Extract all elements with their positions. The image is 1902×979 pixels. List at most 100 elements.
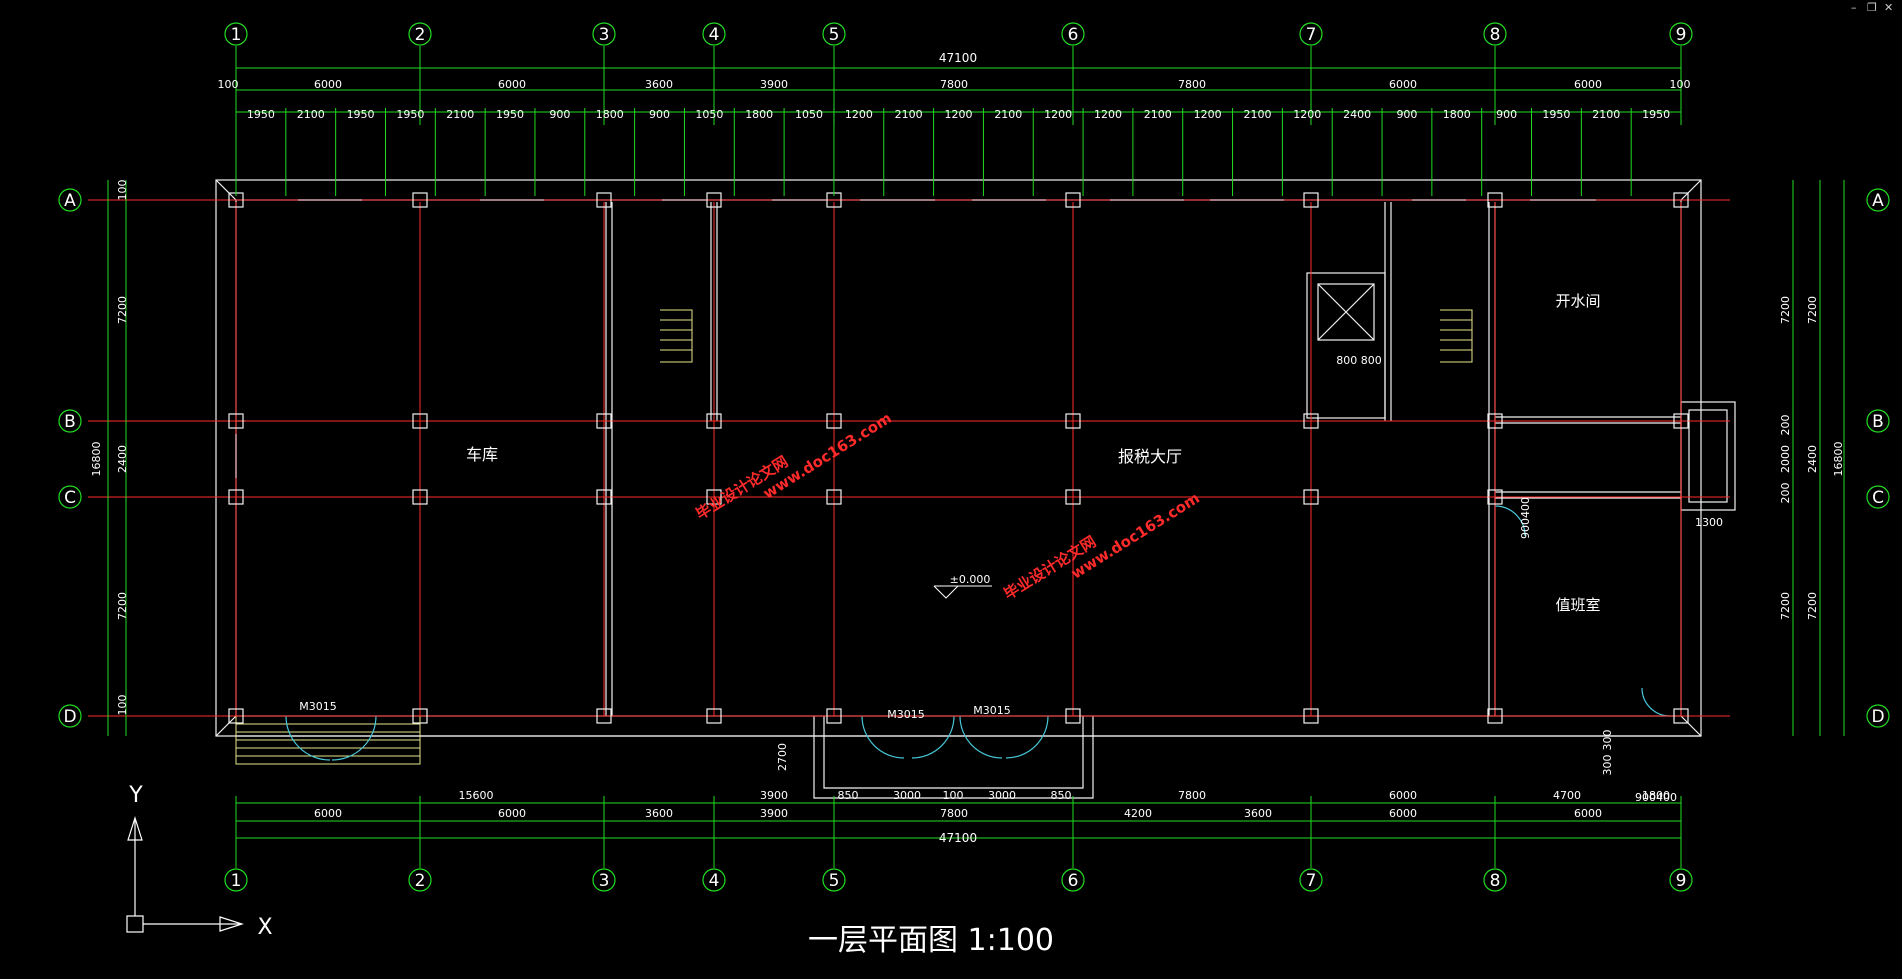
column-3B	[596, 413, 612, 429]
dim-text-15: 2100	[994, 108, 1022, 121]
grid-bubble-left-D: D	[58, 704, 82, 728]
column-4C	[706, 489, 722, 505]
column-5D	[826, 708, 842, 724]
svg-text:C: C	[64, 488, 76, 508]
dim-text-20: 2100	[1243, 108, 1271, 121]
svg-text:5: 5	[829, 25, 840, 45]
dim-text-4: 3900	[760, 78, 788, 91]
grid-bubble-bottom-3: 3	[592, 868, 616, 892]
dim-text-right-outer-2: 7200	[1806, 592, 1819, 620]
grid-bubble-bottom-5: 5	[822, 868, 846, 892]
room-label-duty-room: 值班室	[1555, 596, 1600, 614]
exterior-walls	[215, 179, 1736, 799]
grid-bubble-top-3: 3	[592, 22, 616, 46]
axis-label-y: Y	[128, 783, 143, 808]
grid-bubble-right-D: D	[1866, 704, 1890, 728]
svg-text:5: 5	[829, 871, 840, 891]
svg-text:6: 6	[1068, 25, 1079, 45]
door-label-main-left: M3015	[887, 708, 925, 721]
dim-text-right-inner-3: 200	[1779, 483, 1792, 504]
column-2B	[412, 413, 428, 429]
column-4B	[706, 413, 722, 429]
restore-button[interactable]: ❐	[1867, 1, 1877, 14]
dim-text-10: 1800	[745, 108, 773, 121]
grid-axis-lines	[88, 199, 1730, 717]
dim-text-entrance-depth: 2700	[776, 743, 789, 771]
dim-text-1: 6000	[498, 807, 526, 820]
svg-text:2: 2	[415, 25, 426, 45]
column-1D	[228, 708, 244, 724]
svg-text:B: B	[64, 412, 76, 432]
column-3A	[596, 192, 612, 208]
dim-text-9: 4700	[1553, 789, 1581, 802]
column-6C	[1065, 489, 1081, 505]
grid-bubble-top-5: 5	[822, 22, 846, 46]
dim-text-6: 900	[549, 108, 570, 121]
dim-text-21: 1200	[1293, 108, 1321, 121]
dim-text-right-inner-1: 200	[1779, 415, 1792, 436]
watermark-2: 毕业设计论文网 www.doc163.com	[1001, 489, 1203, 604]
grid-bubble-top-4: 4	[702, 22, 726, 46]
room-label-garage: 车库	[466, 445, 498, 464]
svg-text:2: 2	[415, 871, 426, 891]
dim-text-3: 3900	[760, 807, 788, 820]
dim-text-left-total: 16800	[90, 442, 103, 477]
column-2D	[412, 708, 428, 724]
dim-text-left-3: 7200	[116, 592, 129, 620]
dim-text-7: 6000	[1389, 807, 1417, 820]
dim-text-12: 1200	[845, 108, 873, 121]
windows	[235, 199, 1596, 478]
dim-text-25: 900	[1496, 108, 1517, 121]
dim-text-18: 2100	[1144, 108, 1172, 121]
dim-text-5: 3000	[988, 789, 1016, 802]
column-6D	[1065, 708, 1081, 724]
minimize-button[interactable]: –	[1851, 1, 1857, 14]
column-7C	[1303, 489, 1319, 505]
dim-text-19: 1200	[1194, 108, 1222, 121]
svg-text:8: 8	[1490, 871, 1501, 891]
close-button[interactable]: ✕	[1884, 1, 1894, 14]
dim-text-4: 7800	[940, 807, 968, 820]
svg-text:4: 4	[709, 25, 720, 45]
svg-text:1: 1	[231, 871, 242, 891]
dim-text-rb-0: 300	[1601, 730, 1614, 751]
dim-text-9: 100	[1670, 78, 1691, 91]
dim-text-stair-right: 1300	[1695, 516, 1723, 529]
dim-text-16: 1200	[1044, 108, 1072, 121]
dim-text-4: 100	[943, 789, 964, 802]
dim-text-7: 1800	[596, 108, 624, 121]
dim-text-rb-1: 300	[1601, 755, 1614, 776]
drawing-title: 一层平面图 1:100	[808, 923, 1054, 958]
dim-text-5: 1950	[496, 108, 524, 121]
dim-text-1: 6000	[314, 78, 342, 91]
dim-text-27: 2100	[1592, 108, 1620, 121]
dim-text-1: 3900	[760, 789, 788, 802]
dimension-lines	[107, 46, 1845, 868]
dim-text-right-inner-4: 7200	[1779, 592, 1792, 620]
dim-text-1: 2100	[297, 108, 325, 121]
column-9B	[1673, 413, 1689, 429]
dim-text-right-outer-1: 2400	[1806, 445, 1819, 473]
grid-bubble-bottom-7: 7	[1299, 868, 1323, 892]
grid-bubble-top-1: 1	[224, 22, 248, 46]
column-8B	[1487, 413, 1503, 429]
dim-text-left-2: 2400	[116, 445, 129, 473]
svg-text:3: 3	[599, 25, 610, 45]
door-label-main-right: M3015	[973, 704, 1011, 717]
column-3D	[596, 708, 612, 724]
grid-bubble-bottom-4: 4	[702, 868, 726, 892]
dim-text-28: 1950	[1642, 108, 1670, 121]
column-8A	[1487, 192, 1503, 208]
dim-text-6: 3600	[1244, 807, 1272, 820]
column-4A	[706, 192, 722, 208]
dim-text-26: 1950	[1542, 108, 1570, 121]
grid-bubble-left-B: B	[58, 409, 82, 433]
dim-text-8: 900	[649, 108, 670, 121]
structural-columns	[228, 192, 1689, 724]
grid-bubble-bottom-9: 9	[1669, 868, 1693, 892]
grid-bubble-bottom-8: 8	[1483, 868, 1507, 892]
